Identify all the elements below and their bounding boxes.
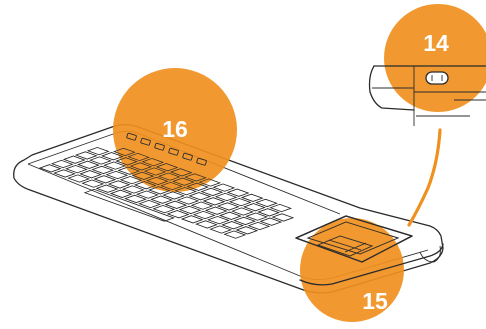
callout-16-label: 16: [162, 116, 188, 142]
key: [166, 210, 190, 219]
key: [50, 159, 74, 169]
function-keys: [126, 132, 207, 166]
key: [89, 156, 112, 165]
key: [93, 175, 117, 184]
key: [212, 183, 236, 192]
key: [107, 180, 131, 189]
key: [269, 203, 292, 213]
key: [243, 203, 266, 212]
key: [192, 210, 216, 220]
key: [152, 205, 176, 214]
key: [216, 202, 240, 211]
key: [103, 161, 126, 170]
key: [174, 187, 197, 196]
power-switch-detail: [368, 65, 486, 126]
key: [180, 215, 204, 224]
key: [119, 176, 143, 185]
callout-14-label: 14: [423, 30, 449, 56]
key: [127, 152, 150, 162]
key: [148, 186, 171, 195]
key: [228, 198, 252, 207]
key: [178, 205, 202, 214]
key: [143, 167, 167, 176]
key: [214, 192, 238, 202]
key: [91, 165, 114, 174]
callout-15: 15: [300, 218, 404, 322]
key: [133, 181, 157, 190]
key: [65, 165, 88, 174]
key: [259, 217, 283, 226]
key: [235, 226, 259, 235]
key: [164, 200, 188, 209]
key: [129, 162, 153, 171]
key: [162, 191, 185, 200]
key: [202, 197, 226, 206]
key: [74, 151, 98, 160]
keyboard-foot: [419, 245, 441, 263]
key: [226, 188, 250, 197]
power-switch: [425, 71, 449, 85]
key: [198, 178, 221, 187]
key: [240, 193, 264, 202]
key: [145, 176, 169, 185]
touchpad-overlay: [295, 215, 444, 286]
key: [109, 189, 133, 198]
key: [233, 216, 256, 225]
key: [219, 211, 242, 220]
key: [231, 207, 254, 216]
key: [207, 216, 230, 225]
key: [223, 230, 247, 239]
key: [95, 184, 119, 193]
callout-15-label: 15: [362, 288, 388, 314]
key: [176, 196, 200, 205]
key: [172, 177, 195, 186]
key: [105, 170, 129, 180]
key: [204, 206, 228, 215]
key: [62, 155, 86, 164]
key: [101, 152, 124, 161]
key: [221, 221, 244, 230]
key: [255, 198, 278, 207]
key: [190, 201, 214, 210]
key: [138, 199, 161, 209]
key: [188, 192, 212, 201]
key: [67, 174, 90, 183]
key: [160, 181, 183, 191]
key: [157, 172, 181, 181]
key: [117, 166, 141, 175]
callout-14-disc: [384, 4, 486, 112]
key-grid-overlay: [38, 147, 295, 239]
key: [81, 179, 105, 188]
key: [150, 195, 173, 204]
key: [271, 213, 295, 222]
key: [38, 164, 62, 173]
key: [247, 221, 271, 231]
key: [141, 158, 165, 167]
callout-14-leader: [407, 128, 442, 227]
key: [124, 194, 147, 203]
key: [186, 182, 209, 191]
key: [79, 170, 102, 179]
key: [184, 173, 207, 182]
space-bar: [83, 188, 175, 222]
key: [53, 169, 76, 178]
key: [155, 163, 179, 172]
key: [169, 168, 193, 177]
key: [77, 160, 100, 169]
key: [131, 171, 155, 180]
key: [136, 190, 159, 199]
key: [257, 208, 280, 217]
key: [113, 147, 136, 156]
key: [86, 147, 110, 156]
key: [195, 220, 218, 229]
callout-14: 14: [384, 4, 486, 112]
key: [115, 157, 138, 166]
key: [245, 212, 268, 221]
callout-15-disc: [300, 218, 404, 322]
key: [121, 185, 145, 194]
key: [209, 225, 232, 234]
key: [200, 187, 224, 196]
